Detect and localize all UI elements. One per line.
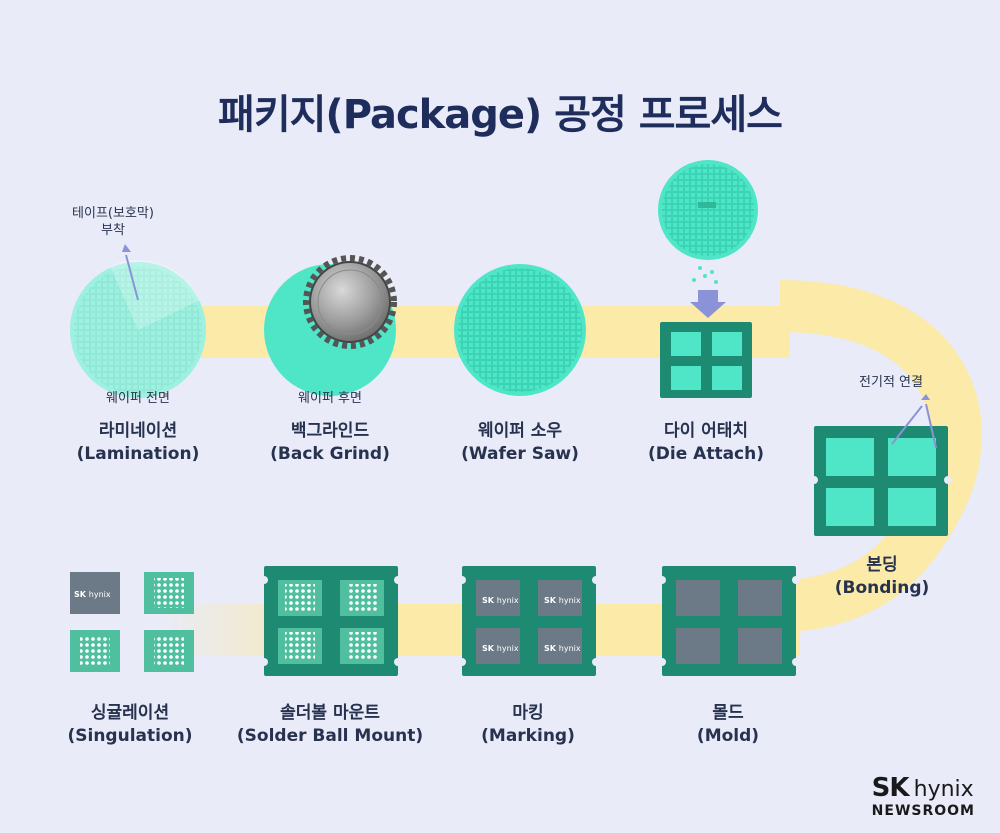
label-ko: 백그라인드 — [290, 421, 370, 441]
lamination-wafer — [70, 244, 206, 398]
bonding-note-top: 전기적 연결 — [859, 375, 923, 390]
label-en: (Lamination) — [76, 444, 200, 464]
lamination-note-bottom: 웨이퍼 전면 — [106, 391, 170, 406]
brand-newsroom: NEWSROOM — [871, 803, 975, 819]
label-en: (Die Attach) — [648, 444, 764, 464]
label-lamination: 라미네이션 (Lamination) — [28, 420, 248, 466]
lamination-note-top: 테이프(보호막) 부착 — [58, 205, 168, 239]
label-en: (Marking) — [481, 726, 575, 746]
label-dieattach: 다이 어태치 (Die Attach) — [596, 420, 816, 466]
label-en: (Mold) — [696, 726, 760, 746]
singulation-chips — [70, 572, 194, 672]
label-en: (Wafer Saw) — [461, 444, 579, 464]
label-singulation: 싱귤레이션 (Singulation) — [20, 702, 240, 748]
label-en: (Back Grind) — [270, 444, 390, 464]
marking-board — [458, 566, 600, 676]
label-marking: 마킹 (Marking) — [418, 702, 638, 748]
chip-logo: SK hynix — [74, 590, 111, 599]
label-ko: 싱귤레이션 — [90, 703, 170, 723]
label-ko: 솔더볼 마운트 — [280, 703, 380, 723]
label-wafersaw: 웨이퍼 소우 (Wafer Saw) — [410, 420, 630, 466]
label-en: (Solder Ball Mount) — [236, 726, 424, 746]
solderball-board — [260, 566, 402, 676]
label-bonding: 본딩 (Bonding) — [772, 554, 992, 600]
label-en: (Singulation) — [67, 726, 193, 746]
label-solderball: 솔더볼 마운트 (Solder Ball Mount) — [220, 702, 440, 748]
brand-logo: SK hynix NEWSROOM — [872, 773, 975, 819]
chip-logo: SK hynix — [544, 596, 581, 605]
label-ko: 다이 어태치 — [663, 421, 749, 441]
label-ko: 라미네이션 — [98, 421, 178, 441]
dieattach-illustration — [658, 160, 758, 398]
note-line: 테이프(보호막) — [72, 206, 154, 221]
chip-logo: SK hynix — [482, 596, 519, 605]
label-ko: 마킹 — [512, 703, 544, 723]
chip-logo: SK hynix — [482, 644, 519, 653]
chip-logo: SK hynix — [544, 644, 581, 653]
mold-board — [658, 566, 800, 676]
label-backgrind: 백그라인드 (Back Grind) — [220, 420, 440, 466]
label-ko: 몰드 — [712, 703, 744, 723]
label-ko: 본딩 — [866, 555, 898, 575]
label-ko: 웨이퍼 소우 — [477, 421, 563, 441]
backgrind-note-bottom: 웨이퍼 후면 — [298, 391, 362, 406]
label-mold: 몰드 (Mold) — [618, 702, 838, 748]
note-line: 부착 — [101, 223, 125, 238]
page-title: 패키지(Package) 공정 프로세스 — [218, 92, 783, 138]
bonding-board — [810, 394, 952, 536]
brand-sk: SK — [871, 773, 910, 803]
wafersaw-wafer — [454, 264, 586, 396]
backgrind-wafer — [264, 255, 397, 396]
label-en: (Bonding) — [834, 578, 930, 598]
brand-hynix: hynix — [913, 777, 974, 802]
